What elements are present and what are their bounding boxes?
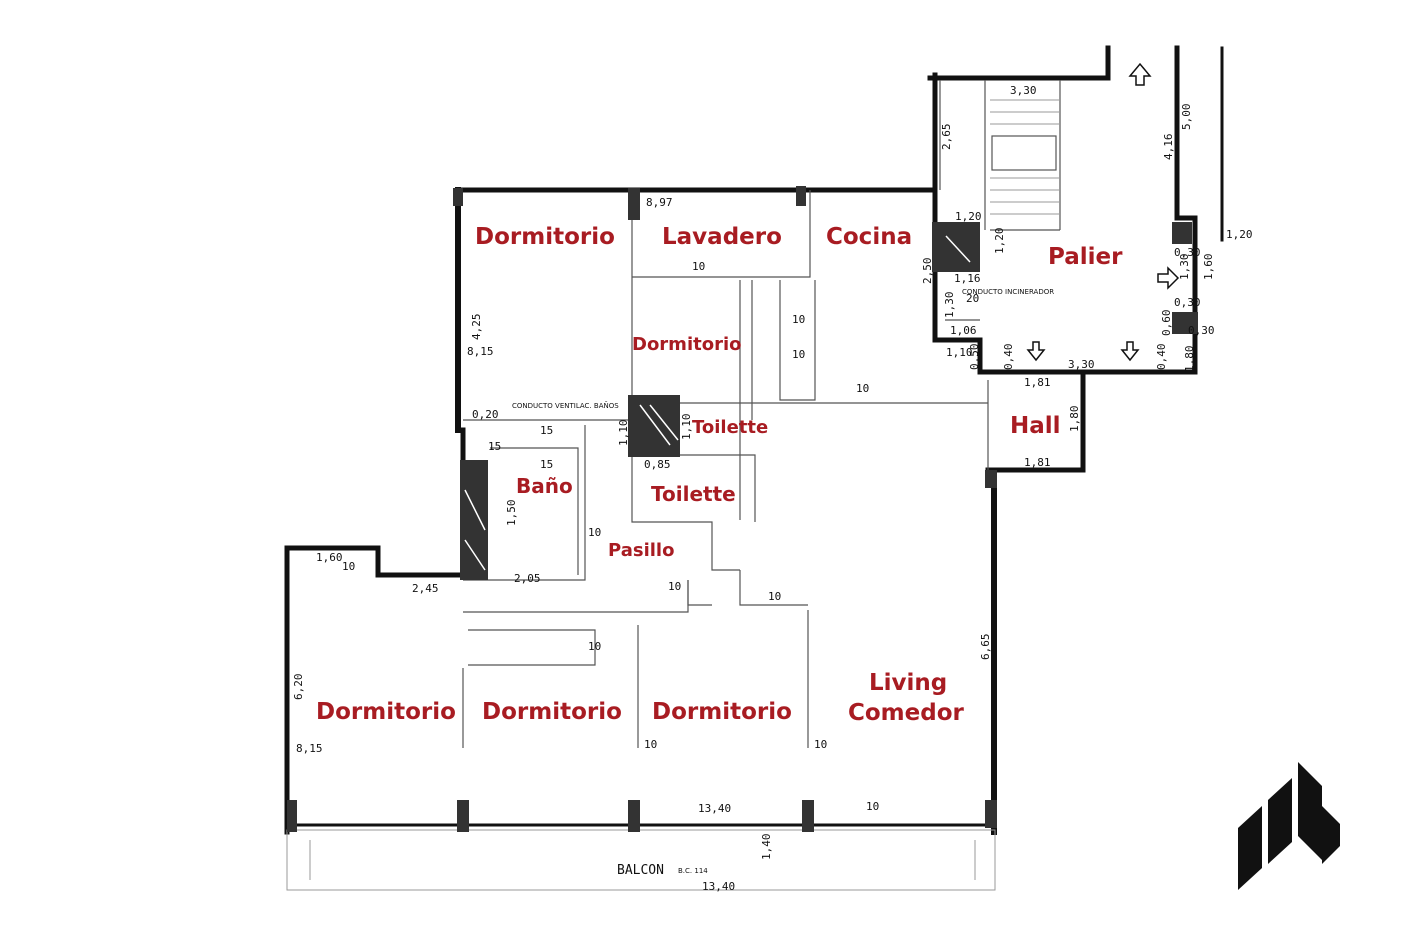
dim-15b: 15: [488, 440, 501, 453]
dim-1-30a: 1,30: [943, 292, 956, 319]
conducto-ventilac-note: CONDUCTO VENTILAC. BAÑOS: [512, 401, 619, 410]
dim-8-15a: 8,15: [467, 345, 494, 358]
room-dormitorio-mid: Dormitorio: [632, 334, 742, 355]
room-dormitorio-b2: Dormitorio: [482, 699, 622, 725]
dim-10d: 10: [856, 382, 869, 395]
dim-13-40b: 13,40: [702, 880, 735, 893]
dim-0-85: 0,85: [644, 458, 671, 471]
dim-3-30-top: 3,30: [1010, 84, 1037, 97]
room-toilette-1: Toilette: [692, 417, 768, 438]
dim-10j: 10: [814, 738, 827, 751]
dim-10h: 10: [588, 640, 601, 653]
room-dormitorio-b3: Dormitorio: [652, 699, 792, 725]
dim-10l: 10: [342, 560, 355, 573]
dim-1-20a: 1,20: [955, 210, 982, 223]
room-cocina: Cocina: [826, 224, 912, 250]
room-lavadero: Lavadero: [662, 224, 782, 250]
dim-0-20: 0,20: [472, 408, 499, 421]
dim-0-40a: 0,40: [1002, 344, 1015, 371]
room-toilette-2: Toilette: [651, 482, 736, 506]
dim-1-16: 1,16: [954, 272, 981, 285]
dim-0-30b: 0,30: [1174, 296, 1201, 309]
balcon-label: BALCON: [617, 863, 664, 878]
dim-10a: 10: [692, 260, 705, 273]
dim-15a: 15: [540, 424, 553, 437]
dim-10i: 10: [644, 738, 657, 751]
dim-1-10c: 1,10: [680, 414, 693, 441]
dim-1-40: 1,40: [760, 834, 773, 861]
room-bano: Baño: [516, 474, 573, 498]
dim-6-65: 6,65: [979, 634, 992, 661]
dim-4-25: 4,25: [470, 314, 483, 341]
arrow-icon: [1026, 62, 1180, 362]
dim-0-40b: 0,40: [1155, 344, 1168, 371]
dim-0-30a: 0,30: [1174, 246, 1201, 259]
columns: [287, 186, 1198, 832]
brand-logo-icon: [1238, 762, 1340, 890]
room-living: Living: [869, 670, 947, 696]
dim-1-20c: 1,20: [1226, 228, 1253, 241]
room-palier: Palier: [1048, 244, 1123, 270]
dim-10c: 10: [792, 348, 805, 361]
room-dormitorio-b1: Dormitorio: [316, 699, 456, 725]
interior-walls: [462, 80, 1061, 748]
dim-1-10b: 1,10: [617, 420, 630, 447]
dim-8-15b: 8,15: [296, 742, 323, 755]
dim-10e: 10: [588, 526, 601, 539]
room-labels: Dormitorio Lavadero Cocina Palier Dormit…: [316, 224, 1123, 726]
annotations: BALCON B.C. 114 CONDUCTO VENTILAC. BAÑOS…: [512, 288, 1054, 878]
exterior-walls: [284, 45, 1224, 835]
dim-6-20: 6,20: [292, 674, 305, 701]
dimensions: 3,30 2,65 5,00 4,16 8,97 1,20 1,20 1,20 …: [292, 84, 1253, 893]
balcony: [286, 829, 996, 891]
shaft-hatching: [464, 235, 971, 571]
dim-15c: 15: [540, 458, 553, 471]
dim-1-60b: 1,60: [316, 551, 343, 564]
dim-1-06: 1,06: [950, 324, 977, 337]
dim-8-97: 8,97: [646, 196, 673, 209]
dim-1-10a: 1,10: [946, 346, 973, 359]
dim-1-80a: 1,80: [1183, 346, 1196, 373]
dim-10b: 10: [792, 313, 805, 326]
dim-2-50: 2,50: [921, 258, 934, 285]
dim-1-50: 1,50: [505, 500, 518, 527]
dim-1-20b: 1,20: [993, 228, 1006, 255]
dim-3-30-mid: 3,30: [1068, 358, 1095, 371]
room-comedor: Comedor: [848, 700, 965, 726]
room-dormitorio-top: Dormitorio: [475, 224, 615, 250]
dim-1-30b: 1,30: [1178, 254, 1191, 281]
dim-2-45: 2,45: [412, 582, 439, 595]
staircase: [990, 99, 1060, 215]
dim-10f: 10: [668, 580, 681, 593]
conducto-incinerador-note: CONDUCTO INCINERADOR: [962, 288, 1054, 296]
dim-0-50: 0,50: [968, 344, 981, 371]
dim-13-40a: 13,40: [698, 802, 731, 815]
dim-1-80b: 1,80: [1068, 406, 1081, 433]
dim-2-05: 2,05: [514, 572, 541, 585]
dim-1-81a: 1,81: [1024, 376, 1051, 389]
balcon-ref: B.C. 114: [678, 867, 708, 875]
room-hall: Hall: [1010, 413, 1061, 439]
dim-2-65: 2,65: [940, 124, 953, 151]
dim-1-81b: 1,81: [1024, 456, 1051, 469]
dim-0-30c: 0,30: [1188, 324, 1215, 337]
room-pasillo: Pasillo: [608, 540, 674, 561]
dim-5-00: 5,00: [1180, 104, 1193, 131]
dim-4-16: 4,16: [1162, 134, 1175, 161]
dim-1-60a: 1,60: [1202, 254, 1215, 281]
dim-0-60: 0,60: [1160, 310, 1173, 337]
dim-20: 20: [966, 292, 979, 305]
dim-10k: 10: [866, 800, 879, 813]
dim-10g: 10: [768, 590, 781, 603]
